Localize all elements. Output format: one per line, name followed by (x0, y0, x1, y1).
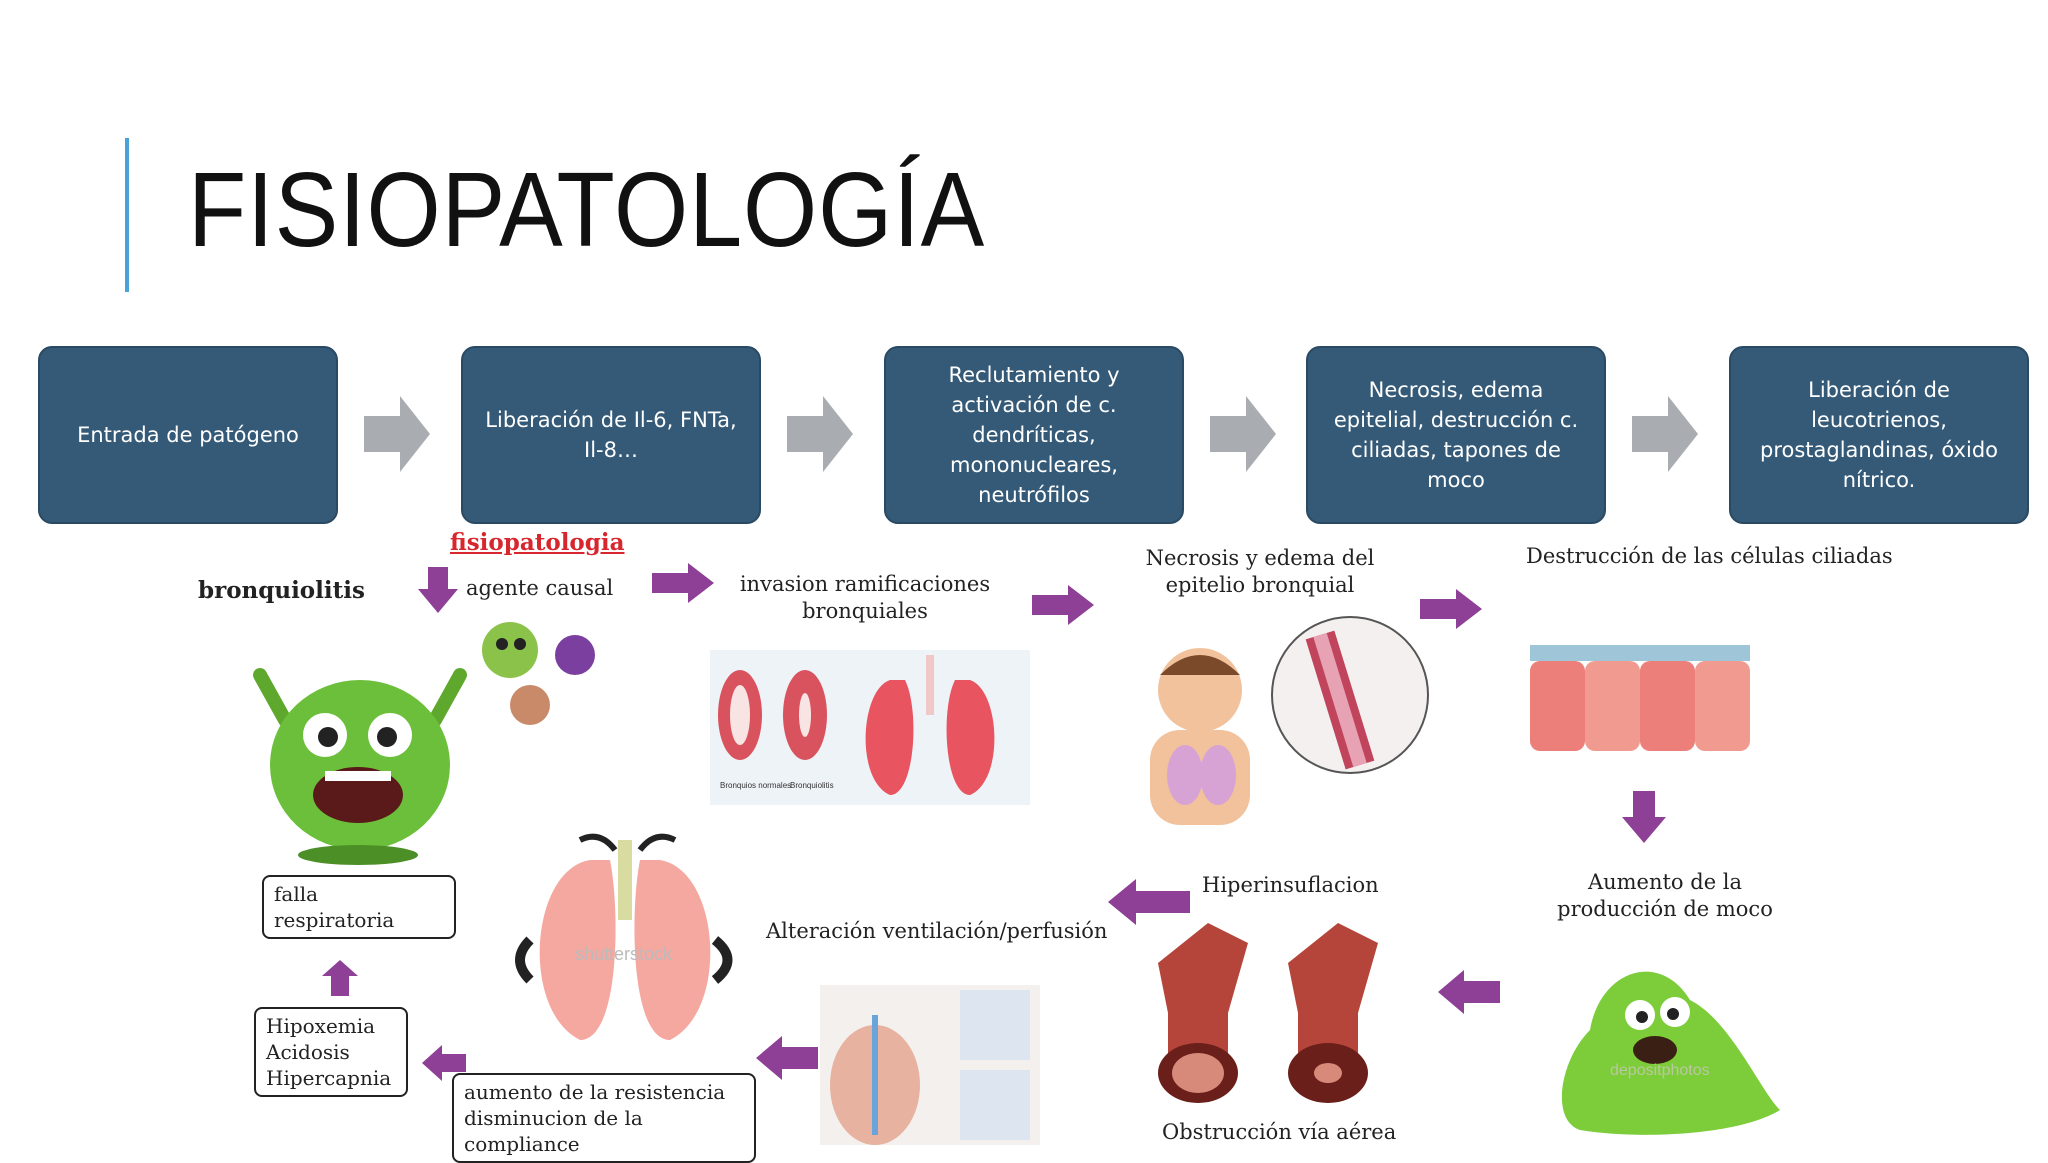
obstruccion-label: Obstrucción vía aérea (1162, 1120, 1397, 1144)
gray-arrow-3 (1210, 396, 1276, 472)
purple-down-arrow-2 (1622, 791, 1666, 843)
hiperinsuflacion-label: Hiperinsuflacion (1202, 873, 1379, 897)
bronquiolitis-caption: Bronquiolitis (790, 781, 834, 790)
airway-obstruction-illustration (1158, 923, 1378, 1103)
purple-left-arrow-1 (1438, 970, 1500, 1014)
purple-up-arrow-1 (322, 960, 358, 996)
title-accent-bar (125, 138, 129, 292)
purple-left-arrow-3 (756, 1036, 818, 1080)
aumento-moco-label: Aumento de la producción de moco (1557, 870, 1773, 921)
invasion-label: invasion ramificaciones bronquiales (739, 572, 991, 623)
step-label-1: Entrada de patógeno (77, 423, 299, 447)
gray-arrow-2 (787, 396, 853, 472)
falla-respiratoria-box: falla respiratoria (262, 875, 456, 939)
necrosis-label: Necrosis y edema del epitelio bronquial (1145, 546, 1375, 597)
step-box-4: Necrosis, edema epitelial, destrucción c… (1306, 346, 1606, 524)
bronchi-lungs-illustration: Bronquios normales Bronquiolitis (710, 650, 1030, 805)
step-box-2: Liberación de Il-6, FNTa, Il-8… (461, 346, 761, 524)
step-label-3: Reclutamiento y activación de c. dendrít… (948, 363, 1120, 507)
hipoxemia-box: Hipoxemia Acidosis Hipercapnia (254, 1007, 408, 1097)
ciliated-cells-illustration (1530, 645, 1750, 751)
watermark-depositphotos: depositphotos (1610, 1062, 1710, 1079)
resistencia-box: aumento de la resistencia disminucion de… (452, 1073, 756, 1163)
bronquios-normales-caption: Bronquios normales (720, 781, 791, 790)
step-box-1: Entrada de patógeno (38, 346, 338, 524)
purple-right-arrow-1 (652, 563, 714, 603)
slime-monster-illustration: depositphotos (1561, 971, 1780, 1135)
step-box-5: Liberación de leucotrienos, prostaglandi… (1729, 346, 2029, 524)
lungs-mascot-illustration: shutterstock (515, 833, 733, 1040)
respiratory-system-illustration (820, 985, 1040, 1145)
gray-arrow-1 (364, 396, 430, 472)
baby-bronchi-illustration (1150, 616, 1429, 825)
watermark-shutterstock: shutterstock (575, 944, 673, 964)
purple-down-arrow-1 (418, 567, 458, 613)
step-label-2: Liberación de Il-6, FNTa, Il-8… (485, 408, 737, 462)
step-label-5: Liberación de leucotrienos, prostaglandi… (1759, 378, 1998, 492)
slide-title: FISIOPATOLOGÍA (188, 151, 986, 269)
step-box-3: Reclutamiento y activación de c. dendrít… (884, 346, 1184, 524)
purple-right-arrow-3 (1420, 589, 1482, 629)
agente-causal-label: agente causal (466, 576, 614, 600)
green-monster-illustration (253, 668, 467, 865)
purple-left-arrow-2 (1108, 879, 1190, 925)
step-label-4: Necrosis, edema epitelial, destrucción c… (1333, 378, 1579, 492)
purple-right-arrow-2 (1032, 585, 1094, 625)
destruccion-label: Destrucción de las células ciliadas (1526, 544, 1893, 568)
bronquiolitis-label: bronquiolitis (198, 577, 365, 604)
germs-illustration (482, 622, 595, 725)
purple-left-arrow-4 (422, 1045, 466, 1081)
diagram-heading: fisiopatologia (450, 529, 625, 556)
pathophysiology-diagram: fisiopatologia bronquiolitis agente caus… (30, 515, 2030, 1163)
alteracion-label: Alteración ventilación/perfusión (766, 919, 1108, 943)
gray-arrow-4 (1632, 396, 1698, 472)
